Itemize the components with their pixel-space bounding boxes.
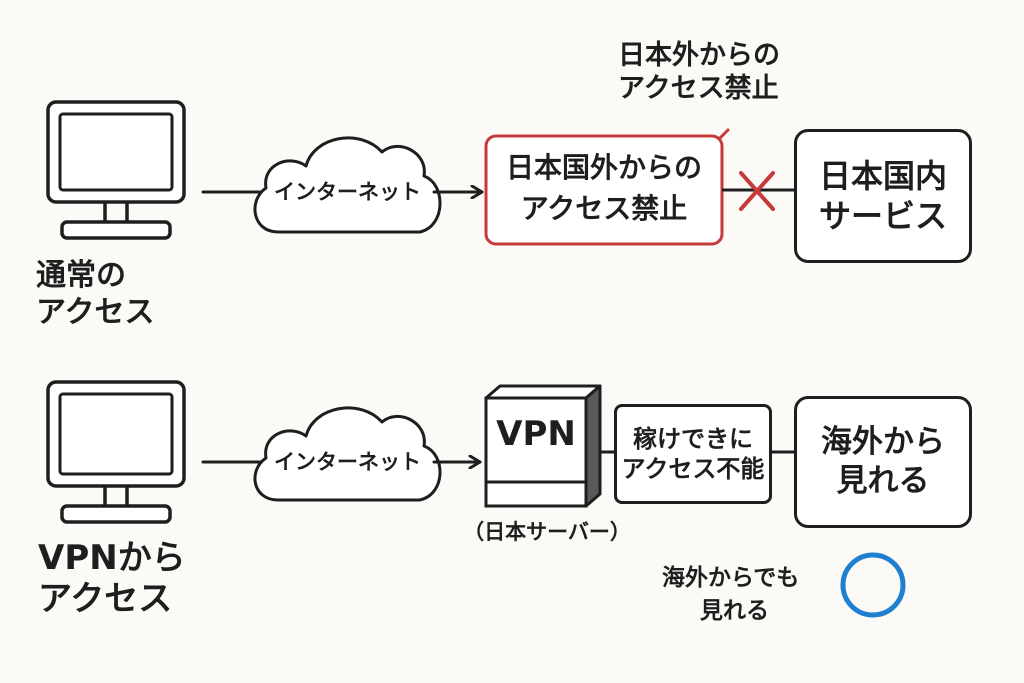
overseas-ok-note-line1: 海外からでも	[662, 565, 800, 591]
overseas-view-box: 海外から 見れる	[794, 396, 972, 528]
callout-tail	[718, 128, 730, 140]
cloud-icon	[253, 136, 442, 234]
block-callout-line1: 日本外からの	[618, 40, 780, 71]
overseas-ok-note: 海外からでも 見れる	[662, 562, 799, 629]
domestic-service-line1: 日本国内	[818, 157, 947, 195]
overseas-ok-note-line2: 見れる	[700, 598, 769, 625]
relay-box-line2: アクセス不能	[621, 455, 765, 483]
computer-monitor-icon	[46, 380, 186, 524]
block-callout-line2: アクセス禁止	[618, 72, 779, 104]
blue-circle-icon	[840, 552, 906, 618]
overseas-view-line2: 見れる	[836, 463, 930, 499]
red-cross-icon	[739, 171, 775, 211]
domestic-service-line2: サービス	[818, 197, 947, 235]
computer-monitor-icon	[46, 100, 186, 240]
cloud-icon	[253, 406, 442, 502]
relay-box-line1: 稼けできに	[633, 425, 753, 453]
vpn-server-caption: （日本サーバー）	[463, 520, 631, 544]
vpn-access-label-line2: アクセス	[38, 579, 173, 620]
domestic-service-box: 日本国内 サービス	[794, 129, 972, 263]
relay-box: 稼けできに アクセス不能	[614, 404, 772, 504]
block-callout: 日本外からの アクセス禁止	[618, 40, 780, 106]
geo-block-line2: アクセス禁止	[520, 191, 688, 225]
normal-access-label: 通常の アクセス	[36, 258, 155, 331]
geo-block-text: 日本国外からの アクセス禁止	[486, 148, 722, 229]
vpn-access-label: VPNから アクセス	[38, 538, 186, 621]
geo-block-line1: 日本国外からの	[505, 151, 702, 184]
vpn-server-label: VPN	[496, 414, 576, 454]
internet-label: インターネット	[274, 450, 421, 474]
vpn-access-label-line1: VPNから	[38, 538, 186, 578]
normal-access-label-line1: 通常の	[36, 258, 126, 293]
normal-access-label-line2: アクセス	[36, 294, 155, 330]
internet-label: インターネット	[274, 180, 421, 204]
overseas-view-line1: 海外から	[821, 424, 945, 461]
server-tower-icon	[484, 384, 602, 508]
